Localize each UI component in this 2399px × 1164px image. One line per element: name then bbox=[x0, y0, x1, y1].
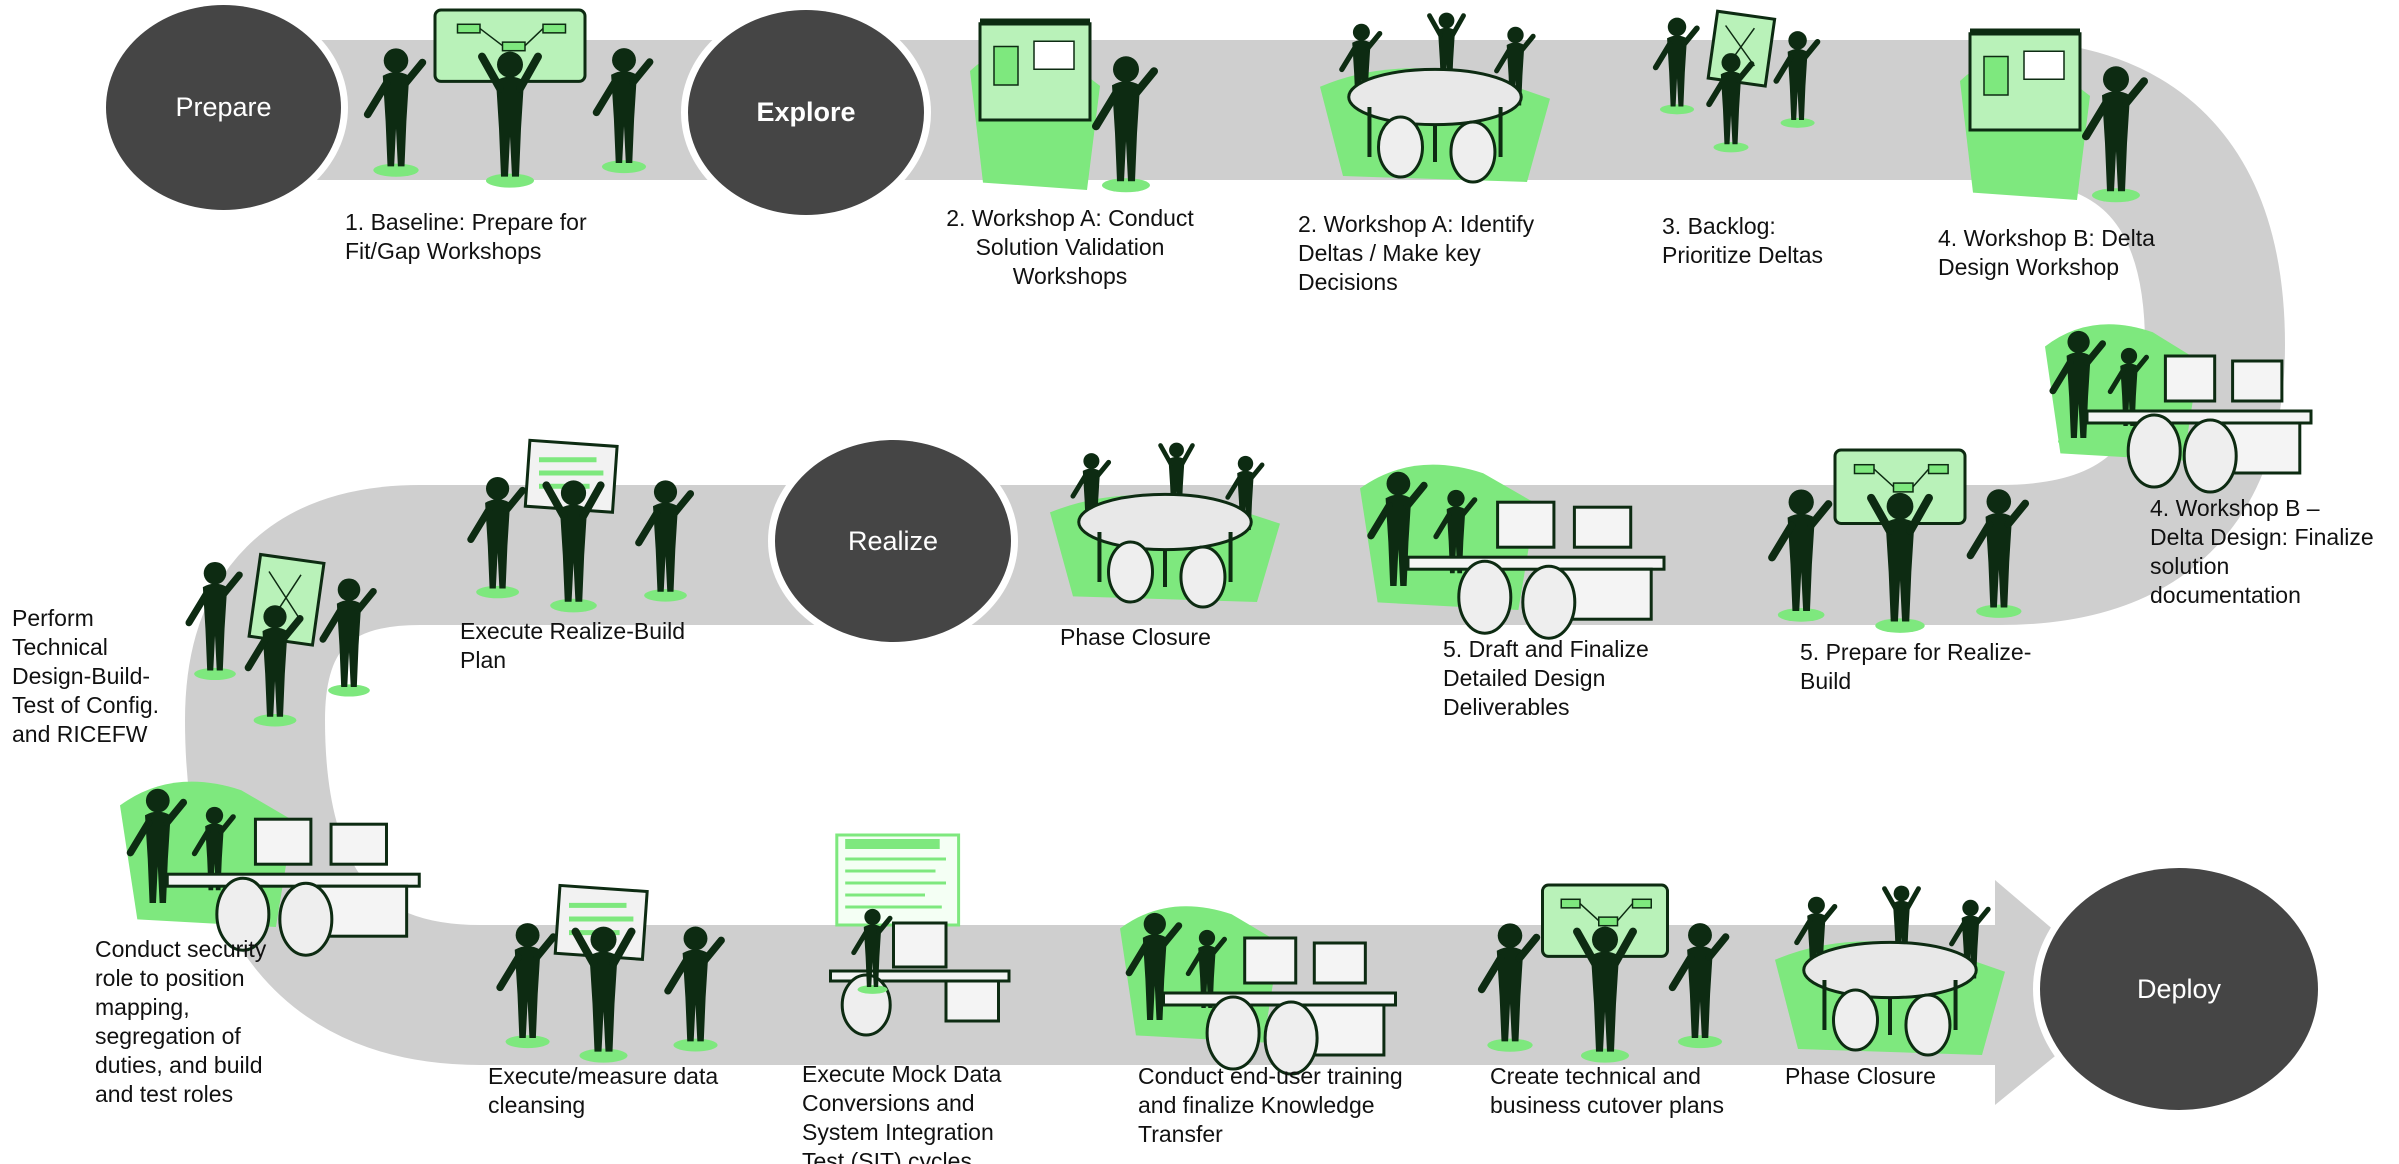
step-technical-design-label: Perform Technical Design-Build- Test of … bbox=[12, 605, 160, 747]
step-end-user-training-label: Conduct end-user training and finalize K… bbox=[1138, 1063, 1403, 1147]
step-prepare-realize-label: 5. Prepare for Realize- Build bbox=[1800, 639, 2032, 694]
step-mock-conversions-label: Execute Mock Data Conversions and System… bbox=[802, 1061, 1002, 1164]
computer-workstation-icon bbox=[2045, 318, 2325, 494]
phase-explore: Explore bbox=[688, 10, 924, 215]
step-workshop-b-label: 4. Workshop B: Delta Design Workshop bbox=[1938, 225, 2155, 280]
computer-workstation-icon bbox=[1360, 458, 1680, 640]
plan-document-icon bbox=[820, 833, 1030, 1037]
board-presentation-icon bbox=[1477, 883, 1730, 1063]
step-workshop-a-deltas-label: 2. Workshop A: Identify Deltas / Make ke… bbox=[1298, 211, 1535, 295]
step-cutover-plans-label: Create technical and business cutover pl… bbox=[1490, 1063, 1724, 1118]
meeting-table-icon bbox=[1320, 12, 1550, 184]
projector-presentation-icon bbox=[970, 15, 1170, 193]
board-presentation-icon bbox=[360, 8, 660, 188]
projector-presentation-icon bbox=[1960, 25, 2160, 203]
step-baseline-label: 1. Baseline: Prepare for Fit/Gap Worksho… bbox=[345, 209, 587, 264]
meeting-table-icon bbox=[1050, 442, 1280, 609]
phase-deploy: Deploy bbox=[2040, 868, 2318, 1110]
step-draft-finalize-label: 5. Draft and Finalize Detailed Design De… bbox=[1443, 636, 1649, 720]
step-data-cleansing-label: Execute/measure data cleansing bbox=[488, 1063, 719, 1118]
computer-workstation-icon bbox=[120, 775, 435, 957]
board-presentation-icon bbox=[1768, 448, 2030, 633]
computer-workstation-icon bbox=[1120, 900, 1410, 1076]
document-review-icon bbox=[467, 438, 700, 613]
step-workshop-b-finalize-label: 4. Workshop B – Delta Design: Finalize s… bbox=[2150, 495, 2374, 608]
step-phase-closure-realize-label: Phase Closure bbox=[1060, 624, 1211, 650]
flipchart-discussion-icon bbox=[185, 552, 385, 727]
step-security-roles-label: Conduct security role to position mappin… bbox=[95, 936, 267, 1107]
step-workshop-a-validation-label: 2. Workshop A: Conduct Solution Validati… bbox=[946, 205, 1194, 289]
meeting-table-icon bbox=[1775, 885, 2005, 1057]
document-review-icon bbox=[496, 883, 730, 1063]
phase-realize: Realize bbox=[775, 440, 1011, 642]
phase-prepare: Prepare bbox=[106, 5, 341, 210]
step-phase-closure-deploy-label: Phase Closure bbox=[1785, 1063, 1936, 1089]
step-backlog-label: 3. Backlog: Prioritize Deltas bbox=[1662, 213, 1824, 268]
flipchart-discussion-icon bbox=[1650, 9, 1830, 153]
step-execute-realize-build-label: Execute Realize-Build Plan bbox=[460, 618, 686, 673]
